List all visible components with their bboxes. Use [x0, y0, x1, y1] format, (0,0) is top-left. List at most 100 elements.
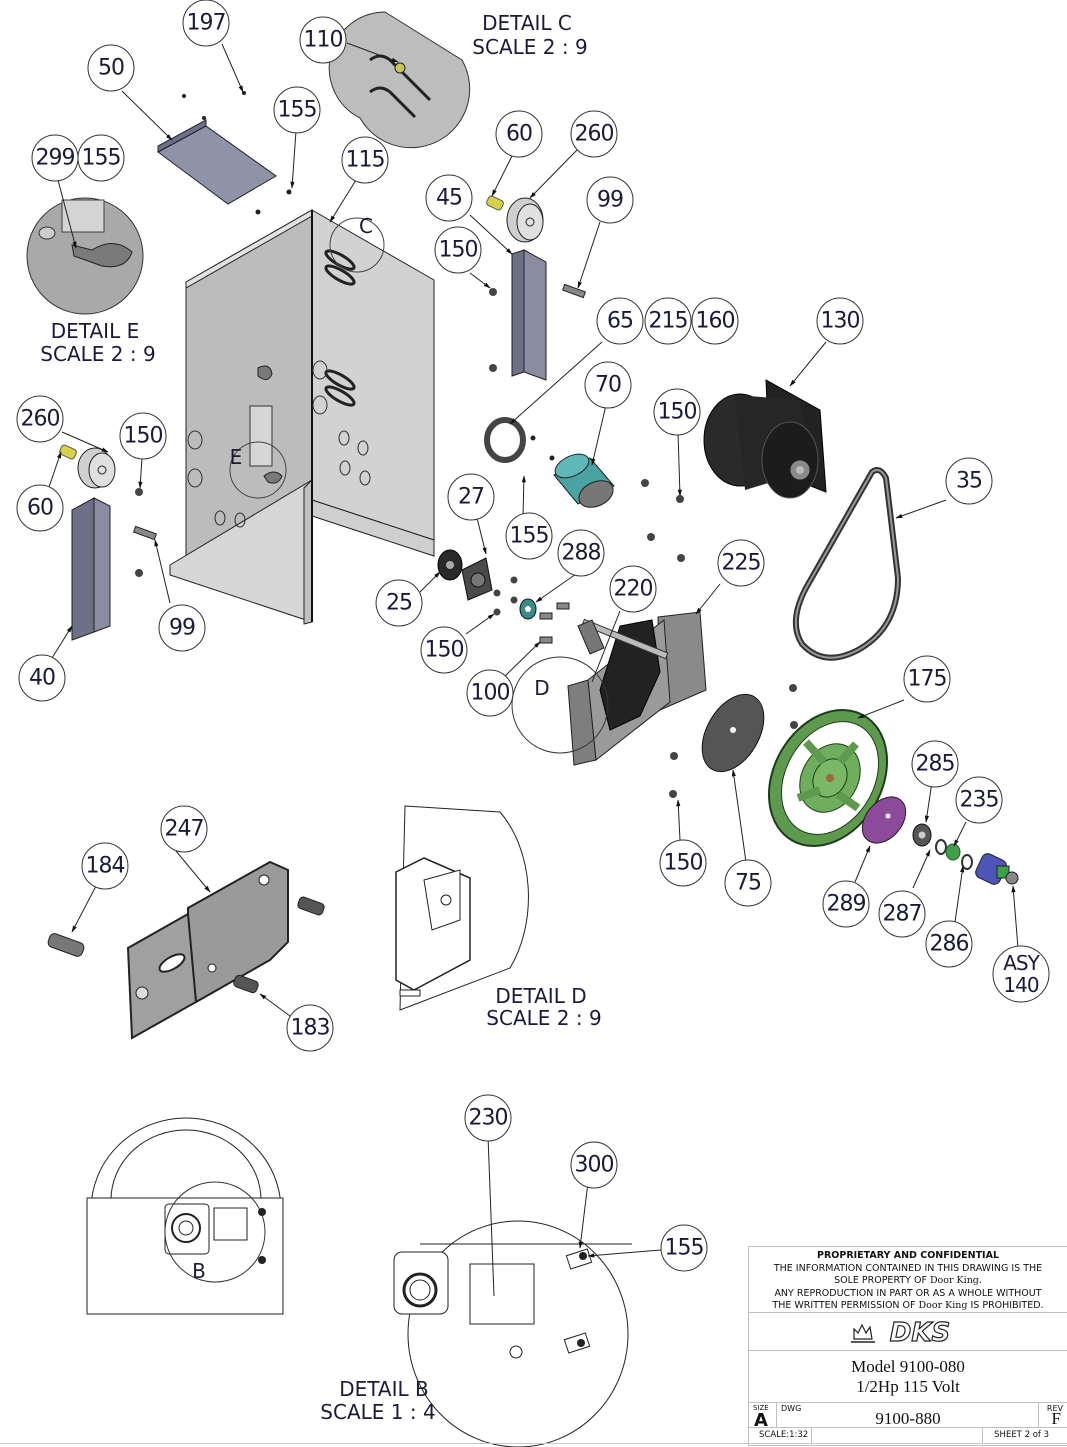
- balloon-100[interactable]: 100: [466, 669, 514, 717]
- balloon-110[interactable]: 110: [299, 16, 347, 64]
- svg-text:155: 155: [278, 98, 317, 123]
- balloon-230[interactable]: 230: [464, 1094, 512, 1142]
- detail-d-scale: SCALE 2 : 9: [486, 1006, 601, 1030]
- part-60-pin-left: [59, 444, 77, 460]
- svg-text:150: 150: [425, 638, 464, 663]
- balloon-50[interactable]: 50: [87, 44, 135, 92]
- balloon-130[interactable]: 130: [816, 297, 864, 345]
- svg-text:45: 45: [436, 186, 462, 211]
- balloon-65[interactable]: 65: [596, 297, 644, 345]
- svg-text:299: 299: [36, 146, 75, 171]
- part-286-washer: [961, 854, 973, 870]
- part-70-capacitor: [553, 453, 615, 508]
- detail-c-scale: SCALE 2 : 9: [472, 35, 587, 59]
- svg-text:75: 75: [735, 871, 761, 896]
- detail-d-title: DETAIL D: [495, 984, 586, 1008]
- balloon-60[interactable]: 60: [495, 110, 543, 158]
- balloon-155[interactable]: 155: [660, 1224, 708, 1272]
- svg-text:260: 260: [21, 407, 60, 432]
- size-label: SIZE: [753, 1404, 769, 1412]
- balloon-99[interactable]: 99: [158, 604, 206, 652]
- balloon-300[interactable]: 300: [570, 1141, 618, 1189]
- size-value: A: [754, 1410, 768, 1431]
- balloon-150[interactable]: 150: [420, 626, 468, 674]
- part-183-screw: [233, 974, 259, 994]
- balloon-150[interactable]: 150: [653, 388, 701, 436]
- balloon-289[interactable]: 289: [822, 880, 870, 928]
- balloon-40[interactable]: 40: [18, 654, 66, 702]
- svg-text:35: 35: [956, 469, 982, 494]
- svg-text:175: 175: [908, 667, 947, 692]
- model-number: Model 9100-080: [851, 1357, 965, 1376]
- svg-text:150: 150: [439, 238, 478, 263]
- svg-text:155: 155: [82, 146, 121, 171]
- notice-line-1: THE INFORMATION CONTAINED IN THIS DRAWIN…: [773, 1262, 1043, 1274]
- balloon-155[interactable]: 155: [273, 86, 321, 134]
- sheet-info-row: SCALE:1:32 SHEET 2 of 3: [749, 1428, 1067, 1443]
- balloon-184[interactable]: 184: [81, 842, 129, 890]
- part-asy140-knob: [975, 853, 1019, 885]
- detail-c-view: [328, 11, 471, 149]
- balloon-220[interactable]: 220: [609, 565, 657, 613]
- svg-text:50: 50: [98, 56, 124, 81]
- svg-text:197: 197: [187, 11, 226, 36]
- balloon-299[interactable]: 299: [31, 134, 79, 182]
- balloon-288[interactable]: 288: [557, 529, 605, 577]
- balloon-197[interactable]: 197: [182, 0, 230, 47]
- balloon-45[interactable]: 45: [425, 174, 473, 222]
- detail-b-marker: B: [192, 1259, 206, 1283]
- balloon-60[interactable]: 60: [16, 484, 64, 532]
- svg-text:155: 155: [510, 524, 549, 549]
- svg-text:183: 183: [291, 1016, 330, 1041]
- part-115-enclosure: [169, 209, 435, 625]
- balloon-260[interactable]: 260: [16, 395, 64, 443]
- part-65-ring: [484, 417, 526, 463]
- balloon-70[interactable]: 70: [584, 361, 632, 409]
- balloon-25[interactable]: 25: [375, 579, 423, 627]
- part-175-pulley: [767, 709, 889, 847]
- balloon-285[interactable]: 285: [911, 740, 959, 788]
- detail-b-title: DETAIL B: [339, 1377, 429, 1401]
- balloon-150[interactable]: 150: [659, 839, 707, 887]
- svg-text:286: 286: [930, 932, 969, 957]
- svg-text:225: 225: [722, 551, 761, 576]
- detail-d-marker: D: [534, 676, 549, 700]
- svg-text:300: 300: [575, 1153, 614, 1178]
- balloon-150[interactable]: 150: [434, 226, 482, 274]
- balloon-260[interactable]: 260: [570, 110, 618, 158]
- balloon-155[interactable]: 155: [77, 134, 125, 182]
- balloon-35[interactable]: 35: [945, 457, 993, 505]
- balloon-160[interactable]: 160: [691, 297, 739, 345]
- balloon-235[interactable]: 235: [955, 776, 1003, 824]
- detail-c-title: DETAIL C: [482, 11, 572, 35]
- dwg-number: 9100-880: [875, 1409, 941, 1428]
- company-name: Door King: [918, 1300, 968, 1311]
- balloon-247[interactable]: 247: [160, 805, 208, 853]
- company-logo: DKS: [749, 1313, 1067, 1351]
- balloon-27[interactable]: 27: [447, 473, 495, 521]
- dwg-label: DWG: [781, 1404, 802, 1413]
- balloon-175[interactable]: 175: [903, 655, 951, 703]
- balloons: 197 110 50 155 299 155 115 60 260 45 99 …: [16, 0, 1050, 1272]
- balloon-75[interactable]: 75: [724, 859, 772, 907]
- balloon-155[interactable]: 155: [505, 512, 553, 560]
- part-60-pin-top: [486, 195, 504, 211]
- detail-e-marker: E: [230, 445, 243, 469]
- svg-text:100: 100: [471, 681, 510, 706]
- notice-line-4: THE WRITTEN PERMISSION OF Door King IS P…: [772, 1300, 1044, 1311]
- svg-text:220: 220: [614, 577, 653, 602]
- svg-text:150: 150: [124, 424, 163, 449]
- balloon-215[interactable]: 215: [644, 297, 692, 345]
- balloon-99[interactable]: 99: [586, 176, 634, 224]
- svg-text:235: 235: [960, 788, 999, 813]
- balloon-115[interactable]: 115: [341, 136, 389, 184]
- balloon-287[interactable]: 287: [878, 890, 926, 938]
- part-260-pulley-left: [77, 447, 116, 489]
- balloon-286[interactable]: 286: [925, 920, 973, 968]
- balloon-225[interactable]: 225: [717, 539, 765, 587]
- svg-text:ASY: ASY: [1003, 951, 1040, 975]
- svg-text:285: 285: [916, 752, 955, 777]
- balloon-150[interactable]: 150: [119, 412, 167, 460]
- balloon-183[interactable]: 183: [286, 1004, 334, 1052]
